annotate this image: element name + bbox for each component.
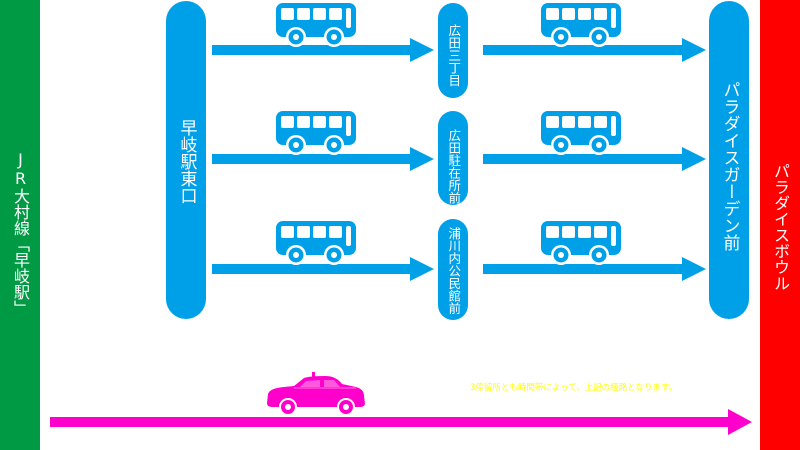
route-arrow-2a <box>212 147 434 171</box>
taxi-route-arrow <box>50 409 752 435</box>
route-arrow-1a <box>212 38 434 62</box>
via-stop-pill-2: 広田駐在所前 <box>438 111 468 205</box>
origin-stop-label: 早岐駅東口 <box>176 119 197 204</box>
route-arrow-2b <box>483 147 706 171</box>
bus-icon <box>541 111 621 157</box>
destination-stop-pill: パラダイスガーデン前 <box>709 1 749 319</box>
destination-stop-label: パラダイスガーデン前 <box>719 81 740 251</box>
taxi-icon <box>264 372 368 418</box>
start-station-bar: JR大村線「早岐駅」 <box>0 0 40 450</box>
route-arrow-1b <box>483 38 706 62</box>
via-stop-label-3: 浦川内公民館前 <box>446 227 462 315</box>
bus-icon <box>541 221 621 267</box>
destination-bar: パラダイスボウル <box>760 0 800 450</box>
start-station-label: JR大村線「早岐駅」 <box>11 150 30 316</box>
destination-label: パラダイスボウル <box>771 163 790 291</box>
route-arrow-3b <box>483 257 706 281</box>
origin-stop-pill: 早岐駅東口 <box>166 1 206 319</box>
via-stop-pill-1: 広田三丁目 <box>438 3 468 98</box>
via-stop-label-2: 広田駐在所前 <box>446 129 462 204</box>
via-stop-label-1: 広田三丁目 <box>446 24 462 87</box>
route-arrow-3a <box>212 257 434 281</box>
via-stop-pill-3: 浦川内公民館前 <box>438 219 468 320</box>
route-note: 3停留所とも時間帯によって、上記の経路となります。 <box>470 383 678 393</box>
bus-icon <box>276 3 356 49</box>
bus-icon <box>276 111 356 157</box>
bus-icon <box>541 3 621 49</box>
bus-icon <box>276 221 356 267</box>
